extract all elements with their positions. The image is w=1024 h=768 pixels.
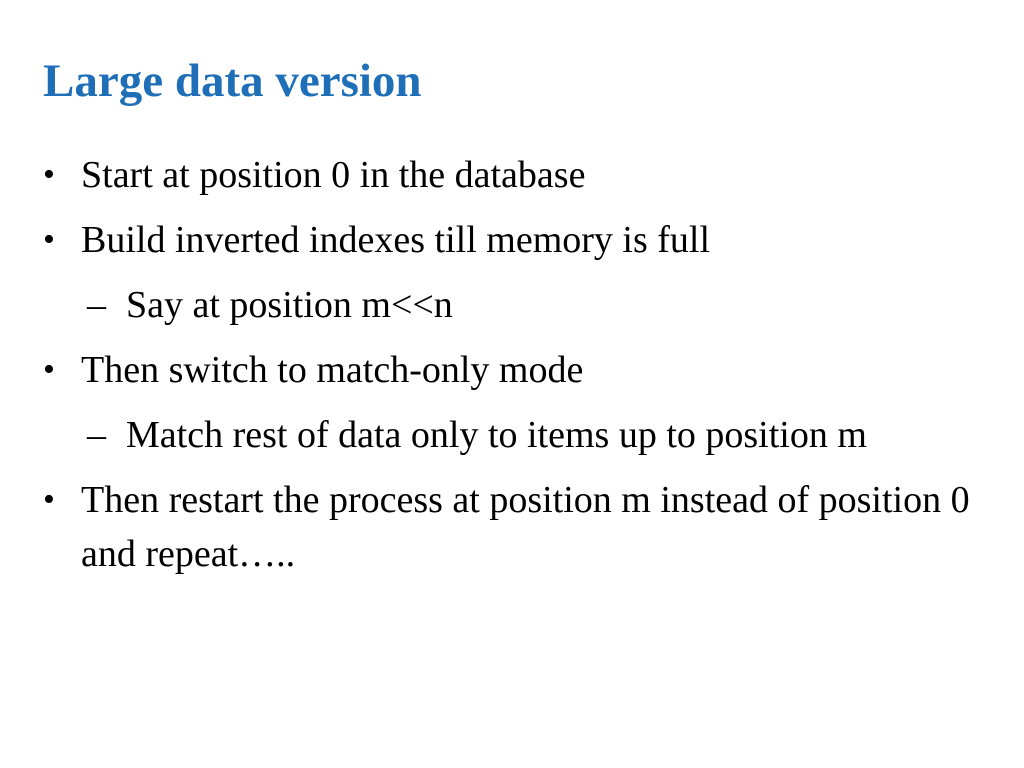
bullet-item: • Then restart the process at position m…: [40, 473, 990, 581]
bullet-marker: •: [43, 156, 55, 193]
bullet-item: • Build inverted indexes till memory is …: [40, 213, 990, 267]
bullet-marker: •: [43, 221, 55, 258]
sub-bullet-item: – Say at position m<<n: [40, 278, 990, 332]
bullet-marker: •: [43, 481, 55, 518]
dash-marker: –: [87, 414, 106, 456]
bullet-list: • Start at position 0 in the database • …: [40, 148, 990, 592]
bullet-text: Start at position 0 in the database: [81, 154, 586, 196]
bullet-text: Then restart the process at position m i…: [81, 479, 970, 575]
bullet-item: • Then switch to match-only mode: [40, 343, 990, 397]
sub-bullet-text: Say at position m<<n: [126, 284, 453, 326]
bullet-text: Then switch to match-only mode: [81, 349, 584, 391]
bullet-item: • Start at position 0 in the database: [40, 148, 990, 202]
sub-bullet-text: Match rest of data only to items up to p…: [126, 414, 867, 456]
slide-title: Large data version: [43, 55, 422, 107]
sub-bullet-item: – Match rest of data only to items up to…: [40, 408, 990, 462]
bullet-text: Build inverted indexes till memory is fu…: [81, 219, 711, 261]
bullet-marker: •: [43, 351, 55, 388]
dash-marker: –: [87, 284, 106, 326]
